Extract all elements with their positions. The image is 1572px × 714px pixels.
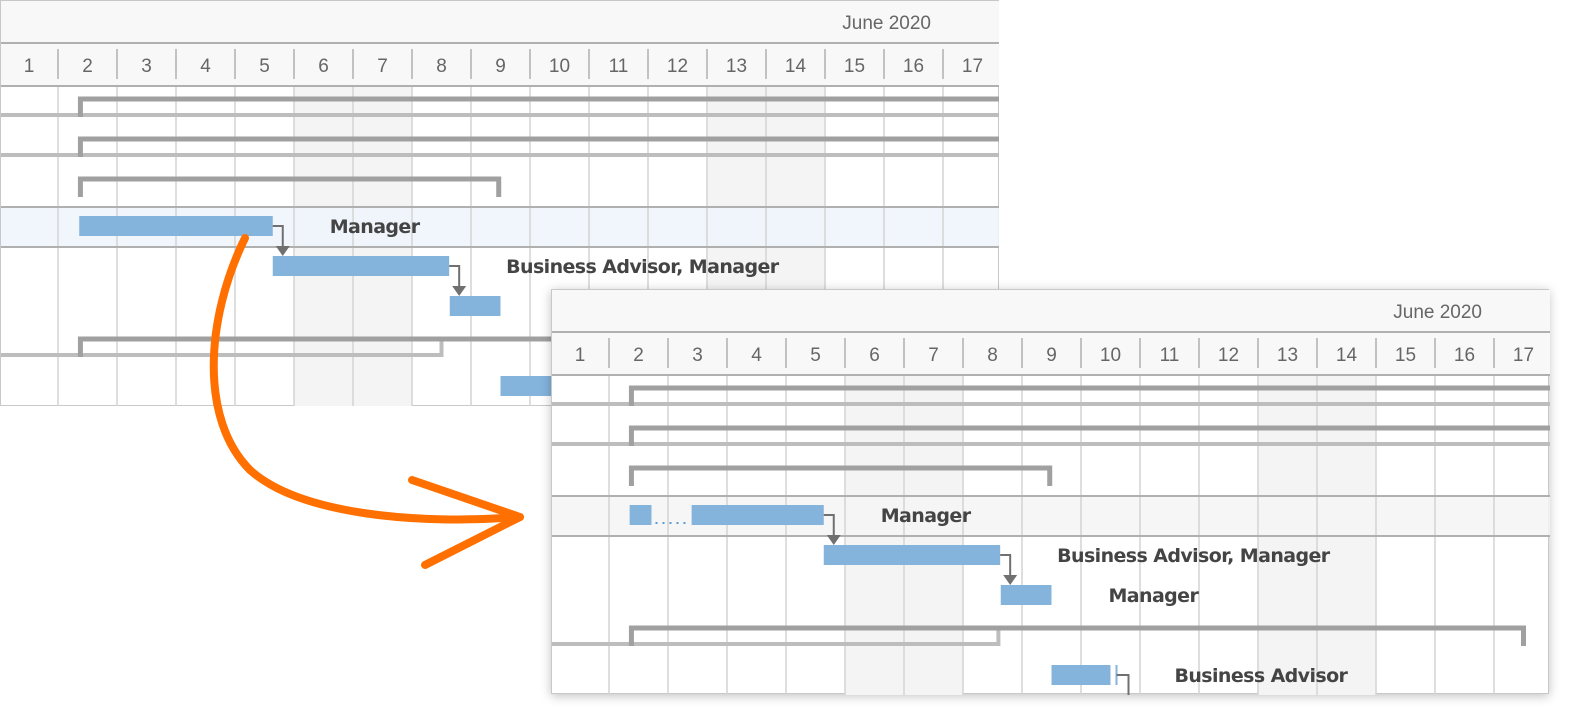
- resource-label: Business Advisor, Manager: [1057, 545, 1331, 567]
- task-bar: [449, 296, 501, 316]
- day-label: 16: [1454, 345, 1475, 366]
- day-label: 9: [1046, 345, 1057, 366]
- dependency-arrow-icon: [826, 535, 841, 545]
- task-bar: [691, 505, 824, 525]
- day-label: 8: [987, 345, 998, 366]
- summary-bar: [77, 136, 999, 157]
- resource-label: Business Advisor: [1175, 665, 1349, 687]
- task-bar: [1051, 665, 1111, 685]
- dependency-link: [1116, 674, 1130, 695]
- day-label: 2: [82, 56, 93, 77]
- day-label: 1: [24, 56, 35, 77]
- summary-bar: [628, 425, 1550, 446]
- day-label: 13: [726, 56, 747, 77]
- task-bar: [629, 505, 652, 525]
- day-label: 10: [549, 56, 570, 77]
- task-bar: [823, 545, 1001, 565]
- day-label: 14: [1336, 345, 1358, 366]
- day-label: 12: [1218, 345, 1239, 366]
- dependency-link: [823, 514, 835, 536]
- day-label: 13: [1277, 345, 1298, 366]
- dependency-link: [1000, 554, 1012, 576]
- day-label: 8: [436, 56, 447, 77]
- day-label: 11: [1160, 345, 1180, 366]
- dependency-arrow-icon: [452, 286, 467, 296]
- day-label: 3: [141, 56, 152, 77]
- resource-label: Business Advisor, Manager: [506, 256, 780, 278]
- day-label: 7: [377, 56, 388, 77]
- dependency-link: [449, 265, 461, 287]
- task-bar: [1000, 585, 1052, 605]
- day-label: 5: [810, 345, 821, 366]
- day-label: 6: [869, 345, 880, 366]
- summary-bar: [77, 96, 999, 117]
- baseline-bar: [552, 628, 1001, 646]
- task-bar: [272, 256, 450, 276]
- day-label: 6: [318, 56, 329, 77]
- day-label: 2: [633, 345, 644, 366]
- day-label: 1: [575, 345, 586, 366]
- task-bar: [79, 216, 273, 236]
- day-label: 4: [200, 56, 211, 77]
- summary-bar: [628, 385, 1550, 406]
- day-label: 5: [259, 56, 270, 77]
- summary-bar: [628, 625, 1526, 646]
- summary-bar: [77, 176, 502, 197]
- day-label: 7: [928, 345, 939, 366]
- resource-label: Manager: [1109, 585, 1200, 607]
- day-label: 16: [903, 56, 924, 77]
- day-label: 11: [609, 56, 629, 77]
- dependency-arrow-icon: [1003, 575, 1018, 585]
- day-label: 10: [1100, 345, 1121, 366]
- month-label: June 2020: [842, 13, 931, 34]
- dependency-arrow-icon: [275, 246, 290, 256]
- resource-label: Manager: [881, 505, 972, 527]
- day-label: 15: [1395, 345, 1416, 366]
- day-label: 15: [844, 56, 865, 77]
- resource-label: Manager: [330, 216, 421, 238]
- day-label: 12: [667, 56, 688, 77]
- day-label: 4: [751, 345, 762, 366]
- month-label: June 2020: [1393, 302, 1482, 323]
- day-label: 3: [692, 345, 703, 366]
- summary-bar: [628, 465, 1053, 486]
- day-label: 17: [962, 56, 983, 77]
- day-label: 9: [495, 56, 506, 77]
- day-label: 14: [785, 56, 807, 77]
- day-label: 17: [1513, 345, 1534, 366]
